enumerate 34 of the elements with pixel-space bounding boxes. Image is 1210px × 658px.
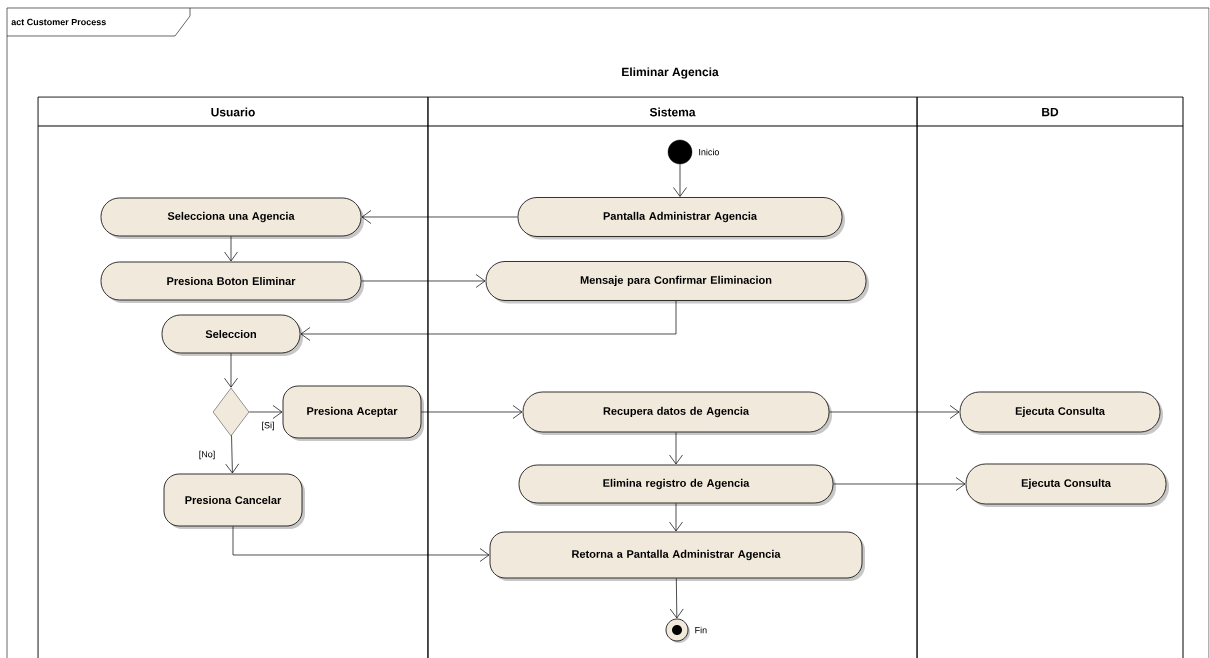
arrow bbox=[669, 503, 683, 532]
action-box: Pantalla Administrar Agencia bbox=[517, 197, 845, 240]
node-caption: Fin bbox=[695, 626, 707, 634]
action-box: Elimina registro de Agencia bbox=[518, 464, 836, 506]
action-box: Presiona Cancelar bbox=[163, 473, 305, 529]
diagram-title: Eliminar Agencia bbox=[622, 67, 719, 79]
action-box: Mensaje para Confirmar Eliminacion bbox=[485, 261, 869, 304]
arrow bbox=[421, 405, 523, 419]
action-box: Ejecuta Consulta bbox=[959, 391, 1163, 435]
frame-tab: act Customer Process bbox=[6, 7, 191, 37]
arrow bbox=[673, 163, 687, 197]
arrow bbox=[361, 274, 486, 288]
edge-label: [Si] bbox=[260, 420, 276, 432]
arrow bbox=[829, 405, 960, 419]
arrow bbox=[224, 236, 238, 262]
action-box: Seleccion bbox=[161, 314, 303, 356]
decision-diamond bbox=[212, 387, 250, 437]
action-box: Retorna a Pantalla Administrar Agencia bbox=[489, 531, 865, 581]
edge-label: [No] bbox=[197, 449, 217, 461]
arrow bbox=[300, 300, 677, 341]
action-box: Ejecuta Consulta bbox=[965, 463, 1169, 507]
arrow bbox=[225, 435, 240, 474]
action-box: Presiona Boton Eliminar bbox=[100, 261, 364, 303]
arrow bbox=[232, 526, 490, 562]
arrow bbox=[833, 477, 966, 491]
node-caption: Inicio bbox=[699, 148, 720, 156]
arrow bbox=[669, 578, 684, 619]
arrow bbox=[248, 405, 283, 419]
action-box: Selecciona una Agencia bbox=[100, 197, 364, 239]
arrow bbox=[224, 353, 238, 388]
arrow bbox=[669, 432, 683, 465]
arrow bbox=[361, 210, 518, 224]
action-box: Recupera datos de Agencia bbox=[522, 391, 832, 435]
action-box: Presiona Aceptar bbox=[282, 385, 424, 441]
